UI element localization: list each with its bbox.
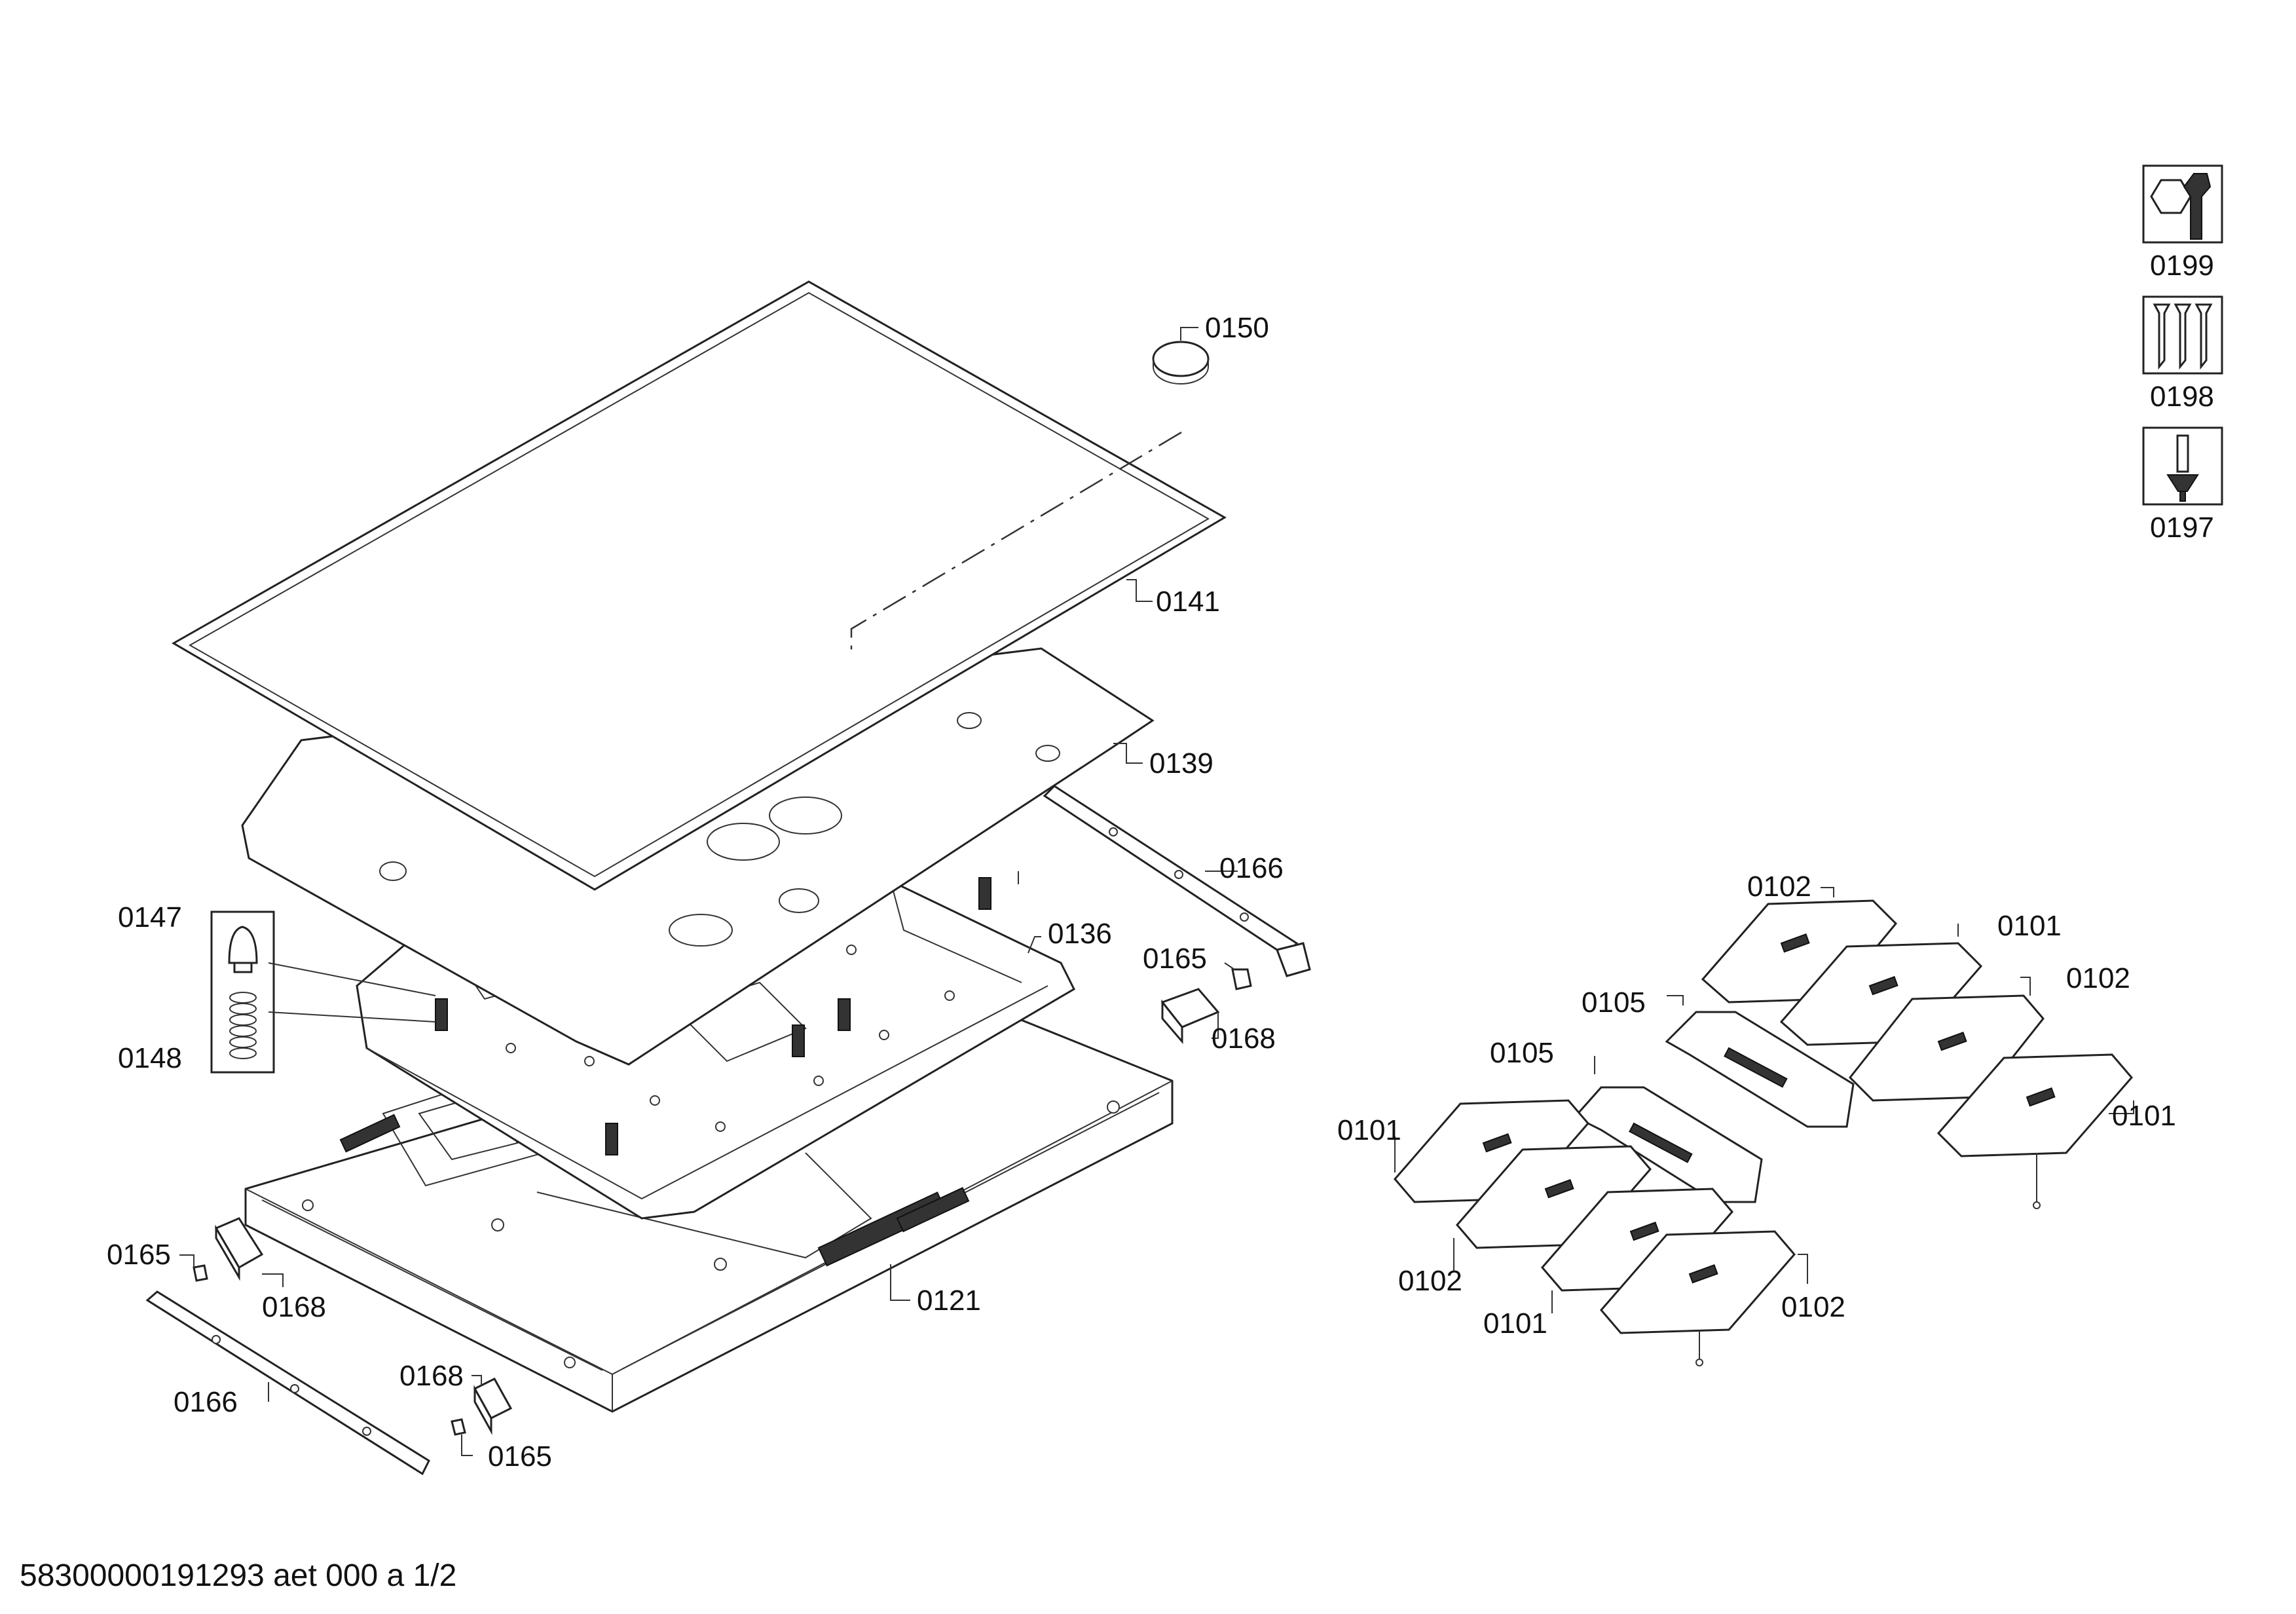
rail-0166-right: [1043, 785, 1311, 977]
document-footer-id: 58300000191293 aet 000 a 1/2: [20, 1558, 457, 1593]
label-0101-top-right: 0101: [1997, 910, 2062, 942]
label-0139: 0139: [1149, 747, 1213, 779]
rail-0166-left: [145, 1290, 430, 1476]
glass-top-0141: [171, 280, 1227, 891]
leader-lines: [179, 327, 2134, 1456]
tool-icon-0199: [2142, 164, 2223, 244]
tool-icon-0197: [2142, 426, 2223, 506]
vent-slots-front: [339, 1114, 970, 1267]
clip-0165-right: [1231, 968, 1252, 990]
label-0198: 0198: [2150, 381, 2214, 413]
label-0148: 0148: [118, 1042, 182, 1074]
cap-0150: [1152, 341, 1210, 385]
axis-line: [850, 431, 1182, 655]
coil-0101-right: [1936, 1053, 2133, 1209]
coil-assembly: [1394, 899, 2133, 1366]
coil-0105-right: [1665, 1011, 1855, 1128]
label-0102-top: 0102: [1747, 871, 1811, 903]
label-0168-right: 0168: [1212, 1023, 1276, 1055]
label-0150: 0150: [1205, 312, 1269, 344]
label-0102-left: 0102: [1398, 1265, 1462, 1297]
part-labels: 0150 0141 0139 0166 0136 0165 0168 0147 …: [107, 250, 2214, 1473]
clip-0165-bottom: [451, 1418, 466, 1436]
label-0165-right: 0165: [1143, 943, 1207, 975]
label-0165-left: 0165: [107, 1239, 171, 1271]
label-0136: 0136: [1048, 918, 1112, 950]
label-0168-bottom: 0168: [399, 1360, 464, 1392]
label-0165-bottom: 0165: [488, 1440, 552, 1473]
label-0199: 0199: [2150, 250, 2214, 282]
spring-0148: [229, 992, 257, 1059]
label-0166-right: 0166: [1219, 852, 1284, 884]
label-0101-left: 0101: [1337, 1114, 1401, 1146]
label-0166-left: 0166: [174, 1386, 238, 1418]
label-0102-right: 0102: [2066, 962, 2130, 994]
detail-inset-frame: [210, 910, 436, 1074]
label-0105-left: 0105: [1490, 1037, 1554, 1069]
label-0121: 0121: [917, 1285, 981, 1317]
bracket-0168-right: [1160, 988, 1220, 1045]
tool-icon-0198: [2142, 295, 2223, 375]
label-0197: 0197: [2150, 512, 2214, 544]
clip-0165-left: [193, 1264, 208, 1282]
label-0102-bottom: 0102: [1781, 1291, 1845, 1323]
label-0105-right: 0105: [1582, 986, 1646, 1019]
label-0168-left: 0168: [262, 1291, 326, 1323]
bracket-0168-left: [214, 1217, 264, 1281]
coil-0105-left: [1573, 1086, 1763, 1203]
bracket-0168-bottom: [473, 1378, 513, 1435]
label-0141: 0141: [1156, 586, 1220, 618]
springs-on-frame: [435, 877, 991, 1155]
label-0101-right: 0101: [2112, 1100, 2176, 1132]
label-0147: 0147: [118, 901, 182, 933]
label-0101-bottom: 0101: [1483, 1307, 1547, 1340]
coil-0102-bottom: [1600, 1230, 1796, 1366]
